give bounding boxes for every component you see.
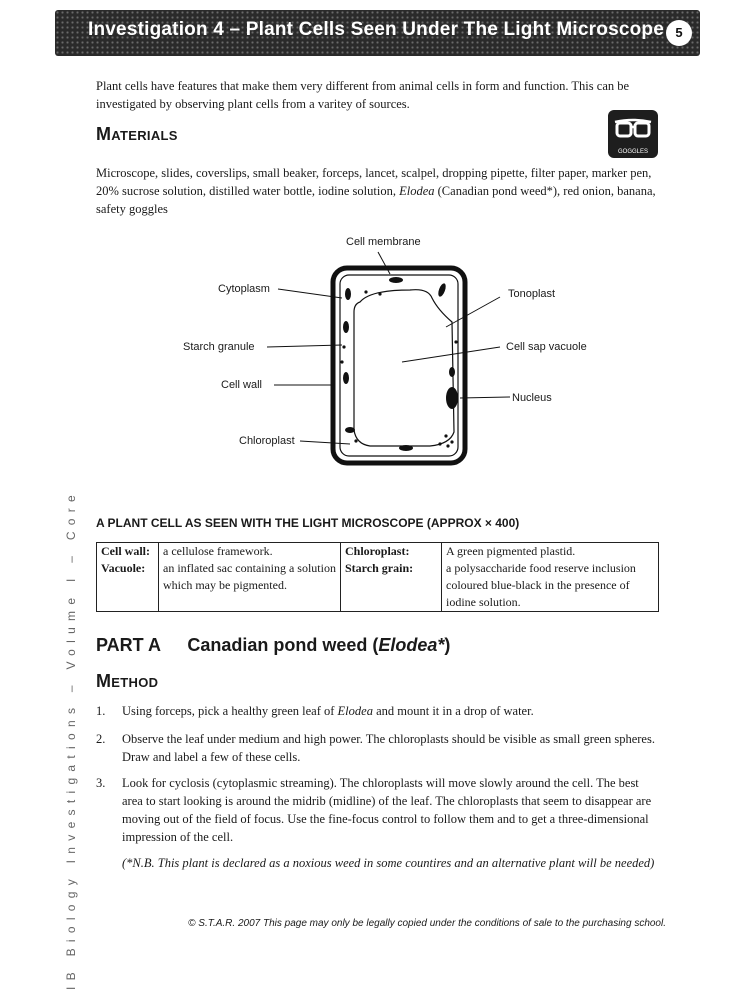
table-cell: Cell wall:	[96, 542, 159, 560]
leader-line	[277, 288, 343, 299]
step-text-italic: Elodea	[337, 704, 373, 718]
chloroplast	[389, 277, 403, 283]
step-number: 3.	[96, 776, 106, 790]
part-a-title: Canadian pond weed (Elodea*)	[187, 635, 450, 655]
method-note: (*N.B. This plant is declared as a noxio…	[122, 856, 655, 870]
part-a-title-prefix: Canadian pond weed (	[187, 635, 379, 655]
materials-heading: Materials	[96, 124, 178, 144]
label-cell-sap-vacuole: Cell sap vacuole	[506, 341, 587, 353]
leader-line	[299, 440, 351, 445]
chloroplast	[345, 288, 351, 300]
label-cytoplasm: Cytoplasm	[218, 283, 270, 295]
goggles-icon: GOGGLES	[608, 110, 658, 158]
starch-granule	[446, 444, 450, 448]
vacuole-outline	[353, 289, 455, 447]
goggles-glyph	[614, 118, 652, 138]
materials-list-part2: (Canadian pond weed*), red onion, banana…	[96, 184, 656, 216]
step-text-pre: Using forceps, pick a healthy green leaf…	[122, 704, 338, 718]
spine-text: IB Biology Investigations – Volume I – C…	[64, 488, 78, 990]
cell-wall-outline	[330, 265, 468, 466]
leader-line	[401, 346, 501, 363]
label-starch-granule: Starch granule	[183, 341, 255, 353]
chloroplast	[343, 372, 349, 384]
leader-line	[377, 251, 391, 275]
table-cell: Vacuole:	[96, 560, 159, 612]
method-heading: Method	[96, 671, 159, 691]
plant-cell-drawing	[266, 251, 511, 466]
starch-granule	[364, 290, 368, 294]
table-cell: A green pigmented plastid.	[441, 542, 659, 560]
method-step: 3. Look for cyclosis (cytoplasmic stream…	[96, 774, 662, 846]
table-row: Vacuole: an inflated sac containing a so…	[96, 560, 659, 612]
chloroplast	[399, 445, 413, 451]
intro-paragraph: Plant cells have features that make them…	[96, 79, 630, 111]
step-number: 1.	[96, 704, 106, 718]
label-cell-membrane: Cell membrane	[346, 236, 421, 248]
starch-granule	[354, 439, 358, 443]
starch-granule	[444, 434, 448, 438]
starch-granule	[378, 292, 382, 296]
method-step: 1. Using forceps, pick a healthy green l…	[96, 702, 662, 720]
label-chloroplast: Chloroplast	[239, 435, 295, 447]
leader-line	[459, 396, 511, 399]
part-a-title-suffix: )	[444, 635, 451, 655]
diagram-caption: A PLANT CELL AS SEEN WITH THE LIGHT MICR…	[96, 516, 520, 530]
step-text: Observe the leaf under medium and high p…	[122, 732, 655, 764]
copyright-footer: © S.T.A.R. 2007 This page may only be le…	[188, 918, 666, 929]
materials-list: Microscope, slides, coverslips, small be…	[96, 164, 662, 218]
materials-list-italic: Elodea	[399, 184, 435, 198]
starch-granule	[454, 340, 458, 344]
step-number: 2.	[96, 732, 106, 746]
chloroplast	[345, 427, 355, 433]
page-number-badge: 5	[666, 20, 692, 46]
leader-line	[266, 344, 343, 348]
table-cell: a cellulose framework.	[158, 542, 341, 560]
nucleus	[446, 387, 458, 409]
definitions-table: Cell wall: a cellulose framework. Chloro…	[96, 542, 659, 612]
starch-granule	[342, 345, 346, 349]
plant-cell-diagram: Cell membrane Cytoplasm Starch granule C…	[170, 232, 610, 472]
table-cell: an inflated sac containing a solution wh…	[158, 560, 341, 612]
method-step: 2. Observe the leaf under medium and hig…	[96, 730, 662, 766]
part-a-heading: PART A Canadian pond weed (Elodea*)	[96, 635, 450, 656]
page-title: Investigation 4 – Plant Cells Seen Under…	[88, 19, 664, 40]
goggles-label: GOGGLES	[617, 149, 648, 155]
leader-line	[445, 296, 501, 328]
table-row: Cell wall: a cellulose framework. Chloro…	[96, 542, 659, 560]
chloroplast	[449, 367, 455, 377]
step-text: Using forceps, pick a healthy green leaf…	[122, 702, 662, 720]
table-cell: Starch grain:	[340, 560, 442, 612]
chloroplast	[343, 321, 349, 333]
part-a-label: PART A	[96, 635, 161, 655]
label-nucleus: Nucleus	[512, 392, 552, 404]
chloroplast	[438, 283, 446, 297]
title-banner: Investigation 4 – Plant Cells Seen Under…	[55, 10, 700, 56]
part-a-title-italic: Elodea*	[378, 635, 445, 655]
step-text-post: and mount it in a drop of water.	[372, 704, 534, 718]
step-text: Look for cyclosis (cytoplasmic streaming…	[122, 776, 652, 844]
label-tonoplast: Tonoplast	[508, 288, 556, 300]
starch-granule	[450, 440, 454, 444]
label-cell-wall: Cell wall	[221, 379, 262, 391]
table-cell: Chloroplast:	[340, 542, 442, 560]
starch-granule	[438, 442, 442, 446]
materials-list-part1: Microscope, slides, coverslips, small be…	[96, 166, 652, 198]
cell-membrane-outline	[339, 274, 459, 457]
starch-granule	[340, 360, 344, 364]
table-cell: a polysaccharide food reserve inclusion …	[441, 560, 659, 612]
